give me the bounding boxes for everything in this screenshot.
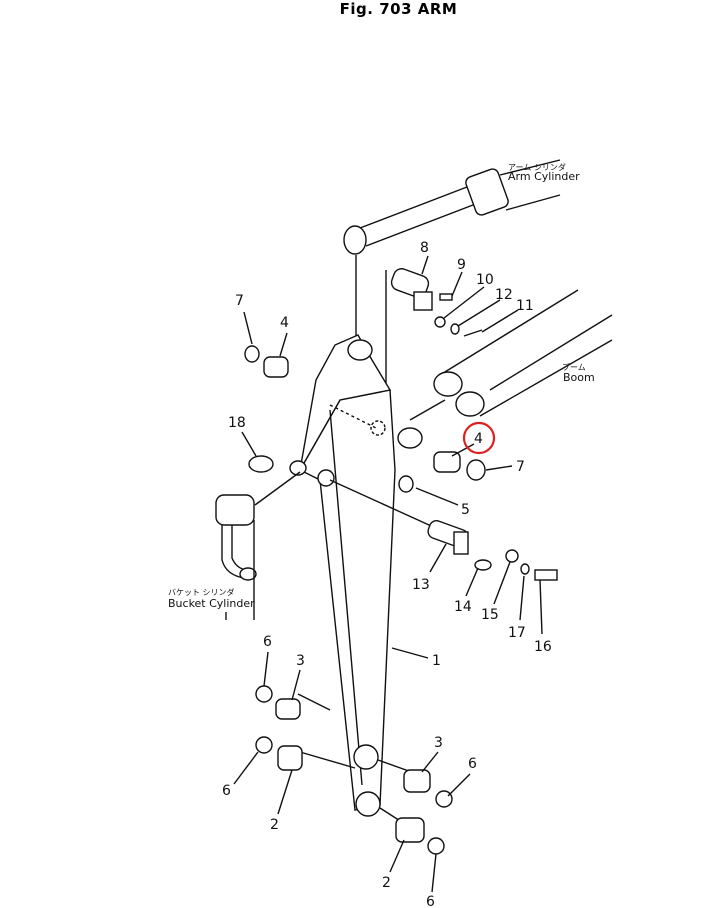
part-number: 7 (516, 459, 525, 475)
figure-title: Fig. 703 ARM (339, 0, 458, 18)
part-number: 6 (426, 894, 435, 908)
part-number: 13 (412, 577, 430, 593)
part-number: 7 (235, 293, 244, 309)
boom-label: Boom (563, 371, 595, 384)
part-number: 2 (270, 817, 279, 833)
arm-cylinder-jp-label: アーム シリンダ (508, 162, 566, 172)
highlight-circle (462, 421, 496, 455)
part-numbers: 7 4 8 9 10 12 11 18 4 7 5 13 14 15 17 16… (222, 240, 552, 908)
boom (409, 289, 613, 421)
part-number: 6 (222, 783, 231, 799)
bucket-cylinder-jp-label: バケット シリンダ (168, 587, 235, 597)
leader-lines (233, 255, 543, 893)
part-number-highlighted: 4 (474, 431, 483, 447)
part-number: 4 (280, 315, 289, 331)
part-number: 5 (461, 502, 470, 518)
arm-cylinder-label: Arm Cylinder (508, 170, 580, 183)
part-number: 9 (457, 257, 466, 273)
part-number: 16 (534, 639, 552, 655)
part-number: 15 (481, 607, 499, 623)
bucket-cylinder (215, 471, 301, 620)
part-number: 8 (420, 240, 429, 256)
part-number: 3 (296, 653, 305, 669)
small-parts (244, 268, 558, 855)
part-number: 2 (382, 875, 391, 891)
arm-body (289, 334, 441, 827)
part-number: 10 (476, 272, 494, 288)
part-number: 1 (432, 653, 441, 669)
part-number: 18 (228, 415, 246, 431)
part-number: 11 (516, 298, 534, 314)
bucket-cylinder-label: Bucket Cylinder (168, 597, 255, 610)
part-number: 14 (454, 599, 472, 615)
part-number: 17 (508, 625, 526, 641)
boom-jp-label: ブーム (562, 362, 586, 372)
part-number: 3 (434, 735, 443, 751)
part-number: 12 (495, 287, 513, 303)
part-number: 6 (263, 634, 272, 650)
part-number: 6 (468, 756, 477, 772)
